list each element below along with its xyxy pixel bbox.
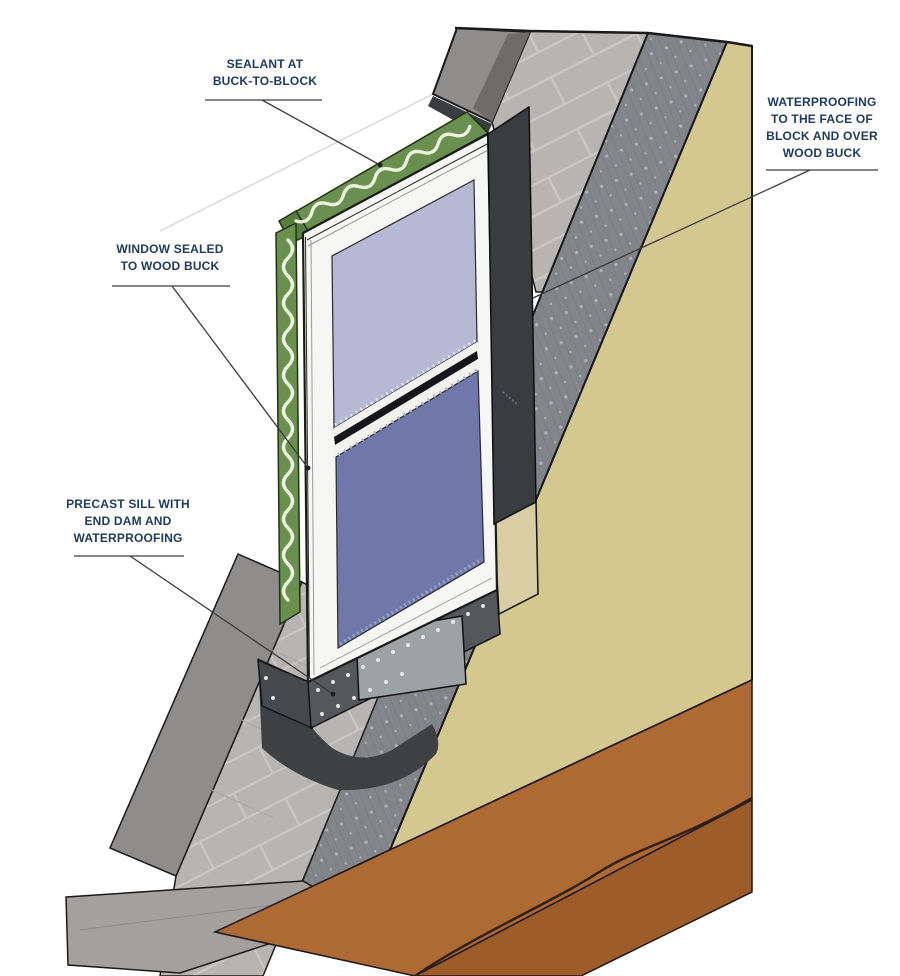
leader-sealant bbox=[261, 99, 381, 166]
sealant-bead-left bbox=[281, 238, 295, 602]
sash-rail-white-lower bbox=[335, 359, 478, 457]
frame-profile-line bbox=[305, 236, 310, 679]
frame-profile-line bbox=[306, 142, 490, 241]
frame-profile-line bbox=[310, 239, 315, 676]
label-waterproofing-face-of-block: WATERPROOFING TO THE FACE OF BLOCK AND O… bbox=[766, 95, 878, 160]
leader-precast-sill bbox=[129, 555, 334, 695]
cmu-cut-face-head-shade bbox=[473, 32, 530, 122]
frame-sill-nose-line bbox=[319, 577, 493, 669]
label-window-sealed-to-wood-buck: WINDOW SEALED TO WOOD BUCK bbox=[116, 242, 224, 273]
ground-bands bbox=[212, 678, 753, 976]
sealant-bead-top bbox=[294, 124, 472, 224]
clay-band-seam bbox=[414, 796, 753, 976]
label-precast-sill-end-dam: PRECAST SILL WITH END DAM AND WATERPROOF… bbox=[66, 497, 190, 545]
sash-rail-white-upper bbox=[334, 342, 477, 437]
leader-waterproofing bbox=[532, 169, 811, 299]
window-assembly bbox=[275, 105, 537, 684]
label-sealant-at-buck-to-block: SEALANT AT BUCK-TO-BLOCK bbox=[212, 57, 318, 88]
clay-band-lower bbox=[414, 798, 753, 976]
frame-profile-line bbox=[307, 148, 491, 247]
jamb-membrane-wrap bbox=[487, 105, 537, 526]
leader-window-sealed bbox=[171, 285, 309, 469]
jamb-scuff bbox=[502, 391, 518, 405]
sill-membrane-fastener-dots bbox=[264, 604, 485, 716]
phantom-cut-line bbox=[159, 93, 434, 232]
leader-dots bbox=[305, 162, 383, 697]
wall-top-edge bbox=[454, 26, 753, 48]
meeting-rail bbox=[334, 351, 478, 445]
leader-lines bbox=[74, 99, 878, 695]
clay-band-upper bbox=[212, 678, 753, 976]
